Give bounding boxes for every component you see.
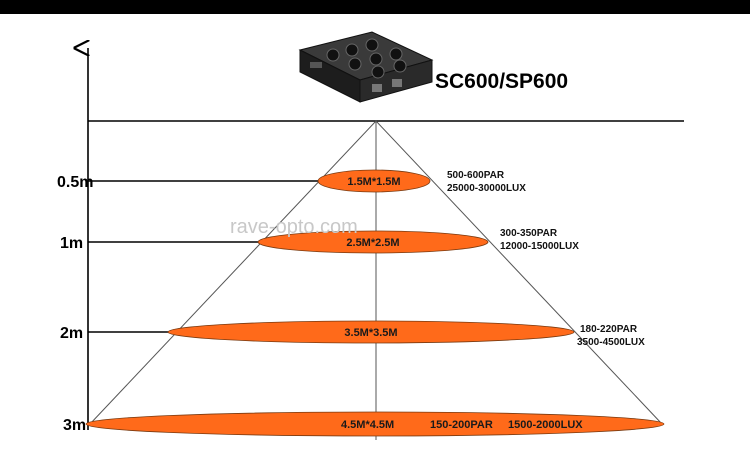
height-label: 2m [60, 325, 83, 342]
level-1m: 1m 2.5M*2.5M 300-350PAR 12000-15000LUX [60, 228, 579, 254]
area-label: 1.5M*1.5M [347, 176, 400, 188]
par-label: 500-600PAR [447, 170, 505, 181]
height-label: 3m [63, 417, 86, 434]
light-cone [89, 120, 663, 440]
area-label: 2.5M*2.5M [346, 237, 399, 249]
height-label: 1m [60, 235, 83, 252]
lux-label: 25000-30000LUX [447, 183, 526, 194]
level-0.5m: 0.5m 1.5M*1.5M 500-600PAR 25000-30000LUX [57, 169, 526, 194]
area-label: 3.5M*3.5M [344, 327, 397, 339]
lux-label: 3500-4500LUX [577, 337, 645, 348]
height-label: 0.5m [57, 174, 93, 191]
lux-label: 1500-2000LUX [508, 419, 583, 431]
par-label: 300-350PAR [500, 228, 558, 239]
beam-ellipse [257, 230, 489, 254]
product-title: SC600/SP600 [435, 70, 568, 93]
area-label: 4.5M*4.5M [341, 419, 394, 431]
level-2m: 2m 3.5M*3.5M 180-220PAR 3500-4500LUX [60, 320, 645, 348]
led-grow-light-icon [298, 31, 434, 103]
beam-ellipse [85, 411, 665, 437]
beam-ellipse [317, 169, 431, 193]
lux-label: 12000-15000LUX [500, 241, 579, 252]
par-label: 180-220PAR [580, 324, 638, 335]
par-label: 150-200PAR [430, 419, 493, 431]
level-3m: 3m 4.5M*4.5M 150-200PAR 1500-2000LUX [63, 411, 665, 437]
beam-ellipse [167, 320, 575, 344]
watermark: rave-opto.com [230, 216, 358, 238]
